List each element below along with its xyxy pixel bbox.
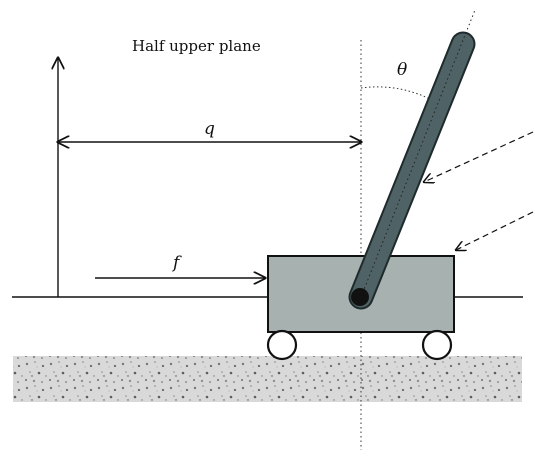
ground-base (13, 356, 522, 402)
pole-pointer-arrow (424, 131, 534, 182)
angle-arc (360, 86, 433, 101)
diagram-title: Half upper plane (132, 37, 261, 55)
angle-label: θ (397, 60, 407, 80)
position-label: q (204, 119, 215, 139)
pole-axis-line (360, 9, 476, 298)
cart-pointer-arrow (456, 211, 534, 250)
right-wheel (421, 329, 453, 361)
left-wheel (266, 329, 298, 361)
pivot-joint (351, 288, 369, 306)
force-label: f (171, 253, 182, 273)
